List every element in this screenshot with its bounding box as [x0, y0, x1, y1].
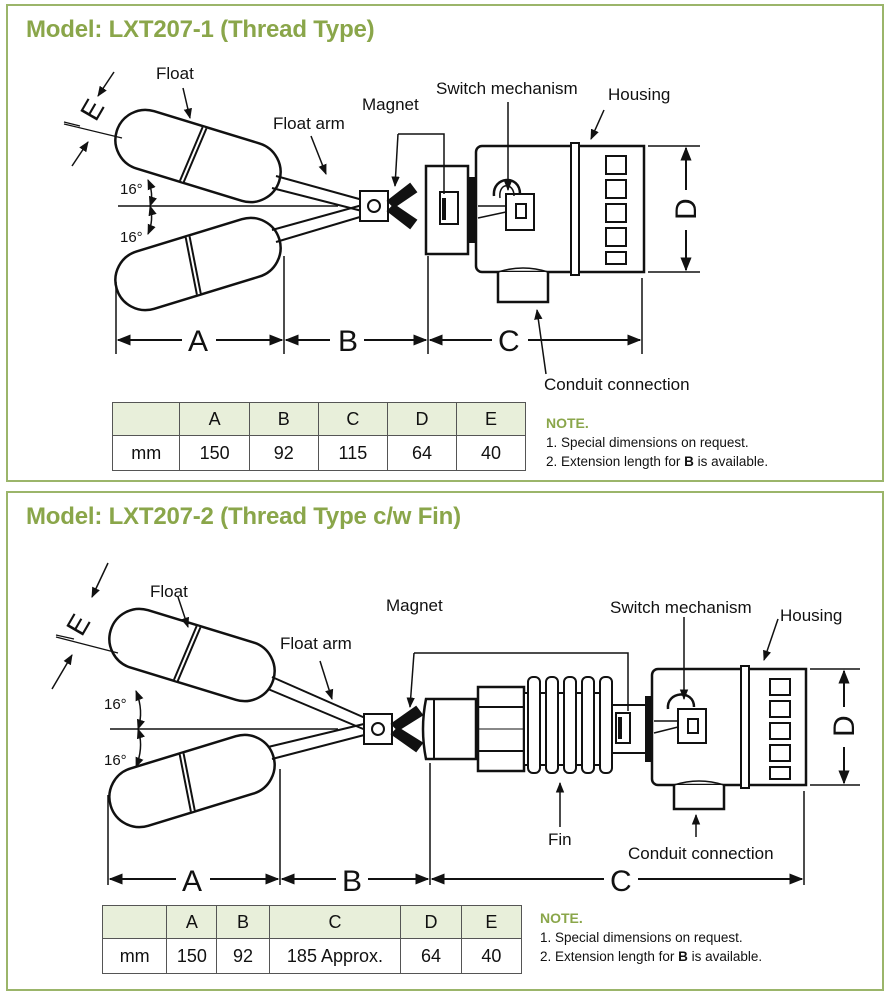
dim-label-b: B [342, 865, 362, 898]
fin-stack [523, 676, 653, 774]
table-cell: 40 [456, 435, 526, 471]
label-switch-mechanism: Switch mechanism [610, 598, 752, 617]
table-cell: 64 [387, 435, 457, 471]
label-float: Float [150, 582, 188, 601]
magnet-assembly [363, 705, 424, 753]
table-cell: 115 [317, 435, 389, 471]
note-line-2-bold: B [684, 454, 694, 469]
note-block: NOTE. 1. Special dimensions on request. … [546, 414, 768, 471]
note-line-2: 2. Extension length for B is available. [540, 947, 762, 966]
label-housing: Housing [608, 85, 670, 104]
label-fin: Fin [548, 830, 572, 849]
label-magnet: Magnet [386, 596, 443, 615]
table-header-cell: A [179, 402, 250, 436]
note-line-1: 1. Special dimensions on request. [540, 930, 743, 945]
table-header-cell: B [216, 905, 270, 939]
panel-lxt207-2: Model: LXT207-2 (Thread Type c/w Fin) [6, 491, 884, 991]
table-cell: 92 [216, 938, 270, 974]
float-arm [271, 175, 371, 243]
table-cell: 185 Approx. [268, 938, 402, 974]
label-angle-top: 16° [120, 181, 143, 198]
dimension-table: A B C D E mm 150 92 115 64 40 [111, 402, 526, 471]
panel-title: Model: LXT207-2 (Thread Type c/w Fin) [26, 503, 461, 530]
note-line-2-suffix: is available. [693, 454, 769, 469]
table-cell: 150 [166, 938, 218, 974]
housing-body [650, 665, 808, 811]
table-cell: mm [111, 435, 181, 471]
table-header-cell: E [456, 402, 526, 436]
table-header-cell: B [248, 402, 319, 436]
dim-label-c: C [498, 325, 520, 358]
float-upper [108, 607, 276, 703]
table-header-cell: D [387, 402, 457, 436]
table-cell: mm [101, 938, 168, 974]
dim-label-a: A [188, 325, 208, 358]
table-cell: 92 [248, 435, 319, 471]
table-header-cell [101, 905, 168, 939]
diagram-lxt207-1: Float Float arm Magnet Switch mechanism … [63, 64, 703, 394]
table-header-cell: E [460, 905, 523, 939]
note-title: NOTE. [546, 415, 589, 431]
note-block: NOTE. 1. Special dimensions on request. … [540, 909, 762, 966]
label-angle-bottom: 16° [104, 752, 127, 769]
dim-label-e: E [60, 609, 96, 641]
note-line-2-prefix: 2. Extension length for [546, 454, 685, 469]
diagram-lxt207-2: Float Float arm Magnet Switch mechanism … [51, 562, 861, 898]
label-housing: Housing [780, 606, 842, 625]
dim-label-d: D [828, 715, 861, 737]
float-lower [114, 216, 282, 312]
dim-label-c: C [610, 865, 632, 898]
note-line-1: 1. Special dimensions on request. [546, 435, 749, 450]
note-line-2-bold: B [678, 949, 688, 964]
panel-lxt207-1: Model: LXT207-1 (Thread Type) [6, 4, 884, 482]
label-angle-top: 16° [104, 696, 127, 713]
float-upper [114, 108, 282, 204]
table-header-cell [111, 402, 181, 436]
note-line-2: 2. Extension length for B is available. [546, 452, 768, 471]
table-cell: 150 [179, 435, 250, 471]
dim-label-a: A [182, 865, 202, 898]
table-header-cell: C [317, 402, 389, 436]
dim-label-b: B [338, 325, 358, 358]
label-float-arm: Float arm [273, 114, 345, 133]
magnet-assembly [359, 182, 418, 230]
table-cell: 40 [460, 938, 523, 974]
table-header-cell: D [400, 905, 462, 939]
label-conduit-connection: Conduit connection [628, 844, 774, 863]
float-arm [267, 676, 373, 760]
note-line-2-suffix: is available. [687, 949, 763, 964]
flange-block [424, 164, 477, 256]
label-float: Float [156, 64, 194, 83]
label-switch-mechanism: Switch mechanism [436, 79, 578, 98]
table-cell: 64 [400, 938, 462, 974]
table-header-cell: A [166, 905, 218, 939]
note-title: NOTE. [540, 910, 583, 926]
label-float-arm: Float arm [280, 634, 352, 653]
thread-fitting [421, 685, 526, 773]
housing-body [474, 142, 646, 304]
label-angle-bottom: 16° [120, 229, 143, 246]
panel-title: Model: LXT207-1 (Thread Type) [26, 16, 375, 43]
dim-label-e: E [74, 94, 110, 126]
label-conduit-connection: Conduit connection [544, 375, 690, 394]
label-magnet: Magnet [362, 95, 419, 114]
dimension-table: A B C D E mm 150 92 185 Approx. 64 40 [101, 905, 523, 974]
float-lower [108, 733, 276, 829]
note-line-2-prefix: 2. Extension length for [540, 949, 679, 964]
table-header-cell: C [268, 905, 402, 939]
dim-label-d: D [670, 198, 703, 220]
